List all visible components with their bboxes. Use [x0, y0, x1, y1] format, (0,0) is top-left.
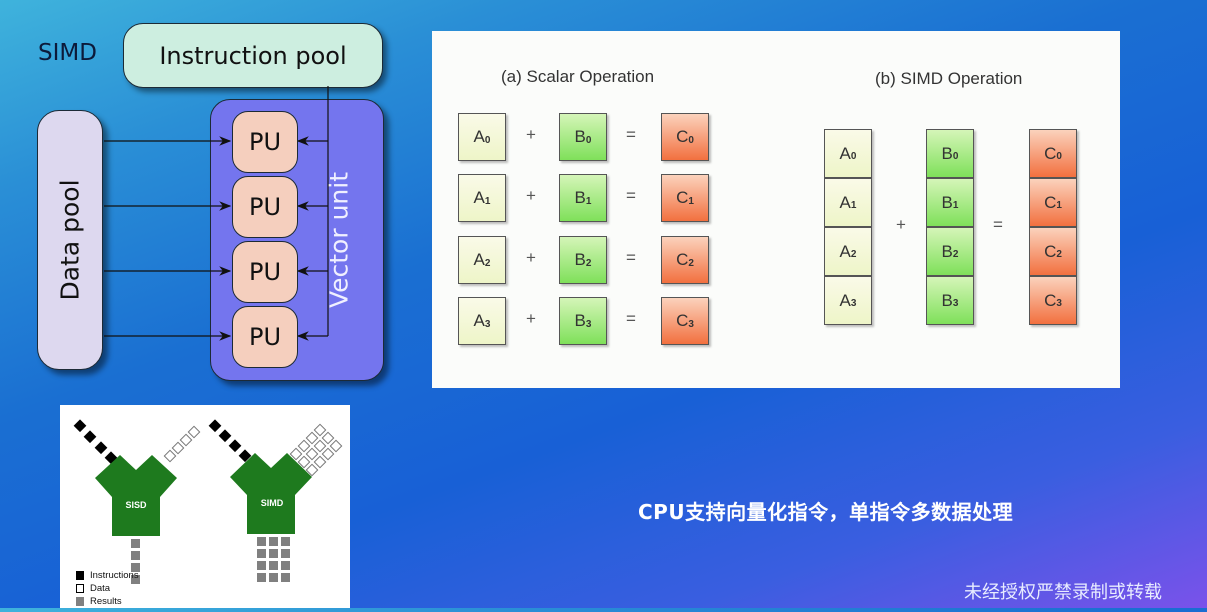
processing-unit: PU	[232, 241, 298, 303]
processing-unit: PU	[232, 176, 298, 238]
equals-sign: =	[626, 125, 636, 144]
simd-label: SIMD	[38, 40, 97, 66]
instruction-swatch-icon	[76, 571, 84, 580]
plus-sign: +	[526, 309, 536, 328]
processing-unit: PU	[232, 111, 298, 173]
plus-sign: +	[526, 248, 536, 267]
simd-label: SIMD	[261, 498, 284, 508]
equals-sign: =	[626, 309, 636, 328]
result-stream-icon	[131, 539, 140, 584]
plus-sign: +	[526, 125, 536, 144]
scalar-operation-title: (a) Scalar Operation	[501, 67, 655, 86]
legend-data: Data	[76, 583, 110, 594]
results-swatch-icon	[76, 597, 84, 606]
processing-unit: PU	[232, 306, 298, 368]
vector-unit-label: Vector unit	[324, 171, 354, 309]
simd-operation-title: (b) SIMD Operation	[875, 69, 1023, 88]
data-pool-label: Data pool	[55, 179, 85, 301]
flynn-illustration: SISD	[73, 419, 343, 584]
instruction-pool: Instruction pool	[123, 23, 383, 88]
plus-sign: +	[896, 215, 906, 234]
data-stream-icon	[163, 425, 201, 463]
instruction-stream-icon	[73, 419, 118, 465]
data-swatch-icon	[76, 584, 84, 593]
legend-instructions: Instructions	[76, 570, 139, 581]
sisd-label: SISD	[125, 500, 147, 510]
instruction-pool-label: Instruction pool	[159, 41, 347, 70]
legend-results: Results	[76, 596, 122, 607]
copyright-watermark: 未经授权严禁录制或转载	[964, 582, 1162, 603]
equals-sign: =	[626, 248, 636, 267]
plus-sign: +	[526, 186, 536, 205]
operations-panel: (a) Scalar Operation (b) SIMD Operation …	[432, 31, 1120, 388]
equals-sign: =	[626, 186, 636, 205]
data-pool: Data pool	[37, 110, 103, 370]
slide-caption: CPU支持向量化指令，单指令多数据处理	[638, 500, 1014, 524]
equals-sign: =	[993, 215, 1003, 234]
sisd-simd-diagram: SISD	[60, 405, 350, 608]
